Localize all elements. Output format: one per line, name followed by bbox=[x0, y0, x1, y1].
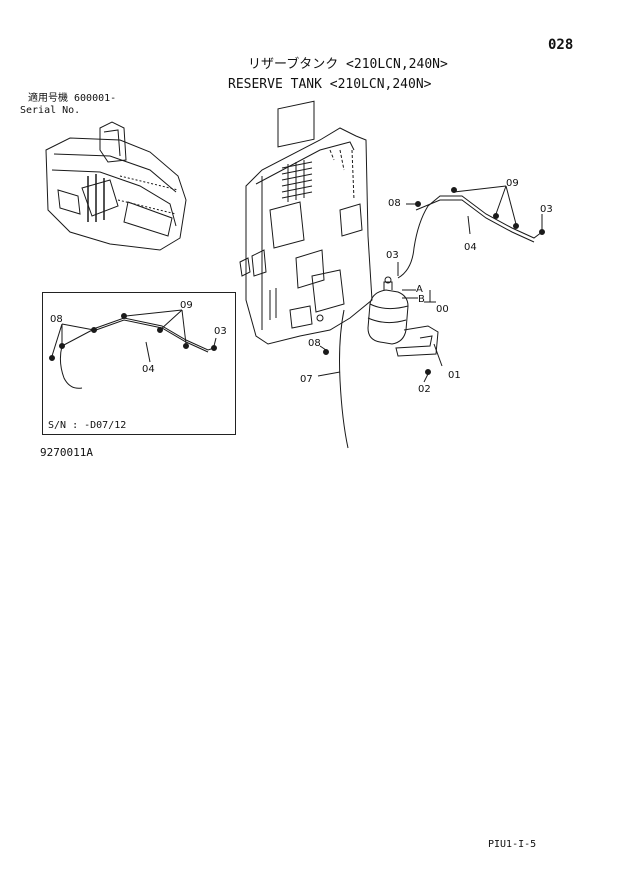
callout-02: 02 bbox=[418, 384, 431, 395]
callout-03-right: 03 bbox=[540, 204, 553, 215]
page-number: 028 bbox=[548, 37, 574, 53]
callout-04: 04 bbox=[464, 242, 477, 253]
serial-label: Serial No. bbox=[20, 105, 81, 116]
main-hose-drawing bbox=[317, 185, 545, 449]
callout-07: 07 bbox=[300, 374, 313, 385]
callout-03-left: 03 bbox=[386, 250, 399, 261]
applicable-serial: 適用号機 600001- bbox=[28, 93, 117, 104]
figure-code: 9270011A bbox=[40, 446, 93, 459]
inset-frame bbox=[42, 292, 236, 435]
callout-01: 01 bbox=[448, 370, 461, 381]
footer-code: PIU1-I-5 bbox=[488, 839, 537, 850]
callout-09: 09 bbox=[506, 178, 519, 189]
inset-callout-09: 09 bbox=[180, 300, 193, 311]
callout-A: A bbox=[416, 284, 423, 295]
inset-callout-04: 04 bbox=[142, 364, 155, 375]
reserve-tank-drawing bbox=[367, 276, 439, 357]
callout-08-top: 08 bbox=[388, 198, 401, 209]
inset-callout-08: 08 bbox=[50, 314, 63, 325]
callout-B: B bbox=[418, 294, 425, 305]
title-english: RESERVE TANK <210LCN,240N> bbox=[228, 77, 432, 92]
inset-serial-range: S/N : -D07/12 bbox=[48, 420, 127, 431]
callout-00: 00 bbox=[436, 304, 449, 315]
title-japanese: リザーブタンク <210LCN,240N> bbox=[248, 57, 448, 72]
machine-overview-sketch bbox=[45, 121, 187, 251]
callout-08-bottom: 08 bbox=[308, 338, 321, 349]
inset-hose-drawing bbox=[49, 309, 217, 389]
inset-callout-03: 03 bbox=[214, 326, 227, 337]
frame-panel-drawing bbox=[239, 100, 373, 345]
